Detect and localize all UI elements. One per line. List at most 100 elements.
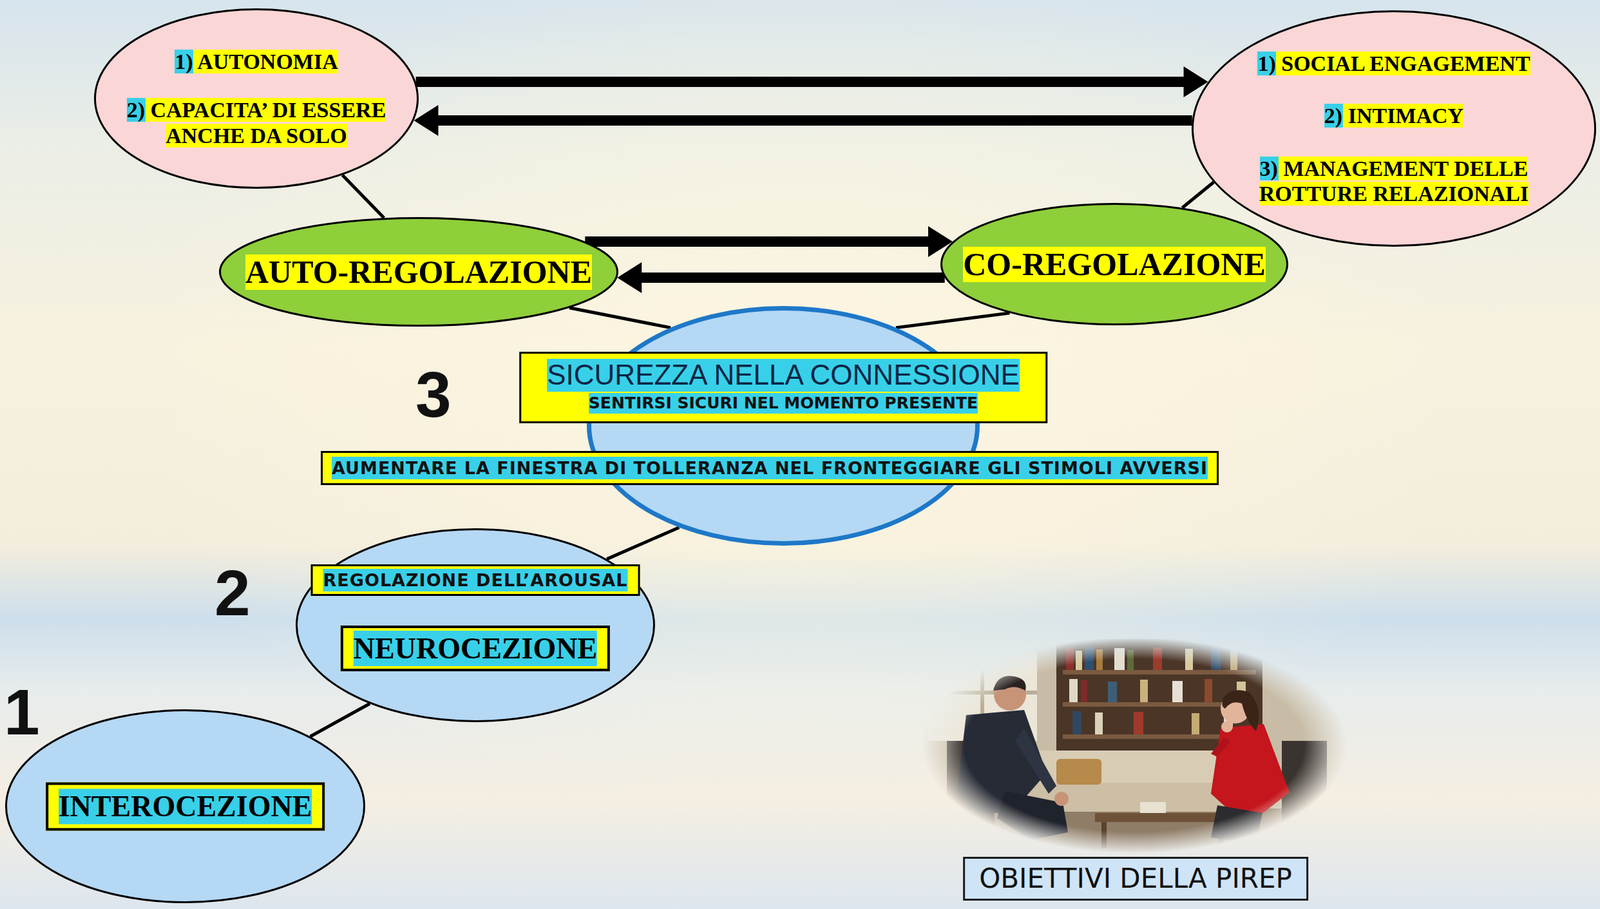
heading-box: REGOLAZIONE DELL’AROUSAL <box>311 564 641 596</box>
connector-line <box>1181 182 1214 209</box>
text-row: 3) MANAGEMENT DELLE ROTTURE RELAZIONALI <box>1242 155 1546 207</box>
link-line <box>342 175 385 219</box>
photo-part <box>1107 681 1117 703</box>
list-item-text: 2) CAPACITA’ DI ESSERE ANCHE DA SOLO <box>126 97 387 147</box>
safety-ellipse: SICUREZZA NELLA CONNESSIONESENTIRSI SICU… <box>586 305 980 546</box>
list-item-text: 3) MANAGEMENT DELLE ROTTURE RELAZIONALI <box>1259 156 1529 206</box>
connector-line <box>584 236 930 247</box>
box-heading: REGOLAZIONE DELL’AROUSAL <box>323 568 629 592</box>
regulation-ellipse: CO-REGOLAZIONE <box>940 202 1289 326</box>
ellipse-shape <box>589 308 978 544</box>
photo-part <box>1221 689 1259 732</box>
ellipse-shape <box>296 529 655 722</box>
arrow-connector <box>584 226 953 258</box>
photo-part <box>1015 727 1057 794</box>
caption-box: OBIETTIVI DELLA PIREP <box>962 856 1309 901</box>
photo-part <box>1075 650 1083 670</box>
photo-part <box>1062 669 1257 675</box>
title-box: SICUREZZA NELLA CONNESSIONESENTIRSI SICU… <box>519 351 1048 424</box>
connector-line <box>569 307 671 328</box>
link-line <box>606 527 679 560</box>
photo-part <box>1152 647 1162 670</box>
photo-part <box>1056 758 1102 785</box>
link-line <box>310 703 370 737</box>
band-text: AUMENTARE LA FINESTRA DI TOLLERANZA NEL … <box>331 456 1208 480</box>
arrow-head <box>617 262 642 294</box>
photo-part <box>1185 648 1193 670</box>
arrow-head <box>413 104 439 136</box>
photo-part <box>1140 801 1166 813</box>
photo-part <box>997 790 1068 840</box>
link-line <box>895 313 1010 328</box>
photo-part <box>914 634 1366 867</box>
photo-part <box>993 675 1027 691</box>
connector-line <box>436 115 1192 126</box>
connector-line <box>606 527 679 560</box>
list-item-text: 2) INTIMACY <box>1324 103 1464 128</box>
photo-part <box>1072 711 1082 735</box>
text-row: 2) INTIMACY <box>1324 103 1464 129</box>
callout-number: 2 <box>214 560 251 625</box>
callout-number: 3 <box>415 361 452 427</box>
arrow-connector <box>617 262 945 294</box>
ellipse-shape <box>941 204 1288 325</box>
photo-part <box>1066 647 1074 670</box>
regulation-label: AUTO-REGOLAZIONE <box>245 254 592 290</box>
list-item-text: 1) AUTONOMIA <box>174 49 338 74</box>
ellipse-outline <box>586 305 980 546</box>
photo-part <box>1101 821 1107 848</box>
photo-part <box>1095 712 1103 735</box>
window-band: AUMENTARE LA FINESTRA DI TOLLERANZA NEL … <box>320 450 1219 486</box>
goal-ellipse: 1) AUTONOMIA 2) CAPACITA’ DI ESSERE ANCHE… <box>94 8 419 189</box>
link-line <box>569 307 671 328</box>
connector-line <box>895 313 1010 328</box>
link-line <box>1181 182 1214 209</box>
label-box: INTEROCEZIONE <box>45 781 326 831</box>
photo-part <box>1281 740 1327 838</box>
neuroception-ellipse: REGOLAZIONE DELL’AROUSAL NEUROCEZIONE <box>295 528 656 723</box>
regulation-label: CO-REGOLAZIONE <box>962 246 1266 283</box>
callout-number: 1 <box>3 679 40 744</box>
photo-part <box>1210 805 1263 844</box>
photo-part <box>1095 812 1231 822</box>
connector-line <box>342 175 385 219</box>
photo-part <box>1069 678 1078 703</box>
photo-part <box>1080 680 1088 703</box>
caption-text: OBIETTIVI DELLA PIREP <box>979 862 1293 895</box>
ellipse-shape <box>1192 11 1596 247</box>
box-label: NEUROCEZIONE <box>353 630 598 667</box>
ellipse-outline <box>1191 10 1597 247</box>
box-label: INTEROCEZIONE <box>58 788 313 824</box>
interoception-ellipse: INTEROCEZIONE <box>5 709 366 904</box>
photo-part <box>1172 680 1183 703</box>
connector-line <box>640 272 945 283</box>
box-subtitle: SENTIRSI SICURI NEL MOMENTO PRESENTE <box>588 392 978 415</box>
ellipse-shape <box>95 9 419 189</box>
photo-part <box>1204 678 1213 703</box>
photo-part <box>1191 713 1200 735</box>
text-row: 1) AUTONOMIA <box>174 48 338 75</box>
connector-line <box>310 703 370 737</box>
ellipse-shape <box>6 710 365 903</box>
ellipse-shape <box>220 218 618 326</box>
arrow-connector <box>413 104 1192 136</box>
photo-part <box>1084 646 1094 670</box>
photo-part <box>1096 649 1103 670</box>
photo-part <box>1133 711 1144 735</box>
photo-part <box>1140 679 1148 703</box>
list-item-text: 1) SOCIAL ENGAGEMENT <box>1257 51 1530 76</box>
photo-part <box>1054 791 1069 806</box>
regulation-ellipse: AUTO-REGOLAZIONE <box>219 217 619 327</box>
photo-part <box>1210 737 1231 757</box>
photo-part <box>1114 647 1125 670</box>
photo-part <box>1210 646 1221 670</box>
box-title: SICUREZZA NELLA CONNESSIONE <box>546 358 1020 392</box>
photo-part <box>1230 649 1238 670</box>
label-box: NEUROCEZIONE <box>340 625 610 672</box>
text-row: 1) SOCIAL ENGAGEMENT <box>1257 50 1530 77</box>
goal-ellipse: 1) SOCIAL ENGAGEMENT 2) INTIMACY 3) MANAGE… <box>1191 10 1597 247</box>
photo-part <box>1127 649 1134 670</box>
arrow-connector <box>416 66 1209 98</box>
text-row: 2) CAPACITA’ DI ESSERE ANCHE DA SOLO <box>114 97 399 148</box>
